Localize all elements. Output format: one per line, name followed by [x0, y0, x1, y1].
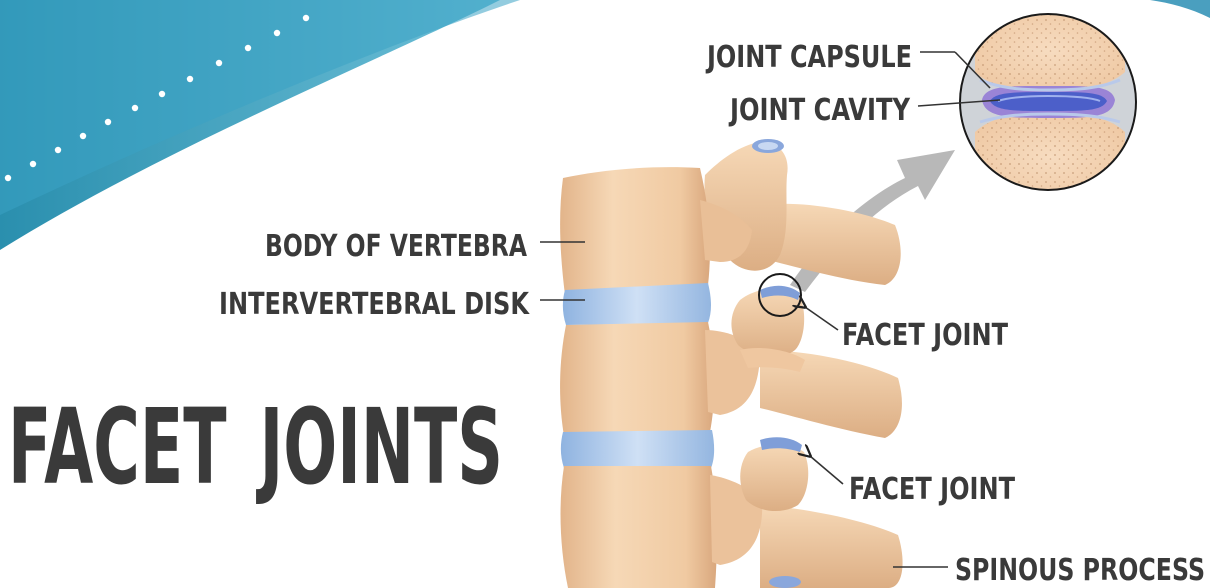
- banner-swoosh: [0, 0, 520, 250]
- label-intervertebral-disk: INTERVERTEBRAL DISK: [219, 287, 530, 322]
- intervertebral-disk-upper: [563, 283, 711, 325]
- label-joint-cavity: JOINT CAVITY: [728, 93, 911, 128]
- label-body-of-vertebra: BODY OF VERTEBRA: [265, 229, 528, 264]
- vertebral-body-upper: [560, 167, 710, 295]
- intervertebral-disk-lower: [561, 430, 714, 468]
- vertebral-body-middle: [560, 322, 714, 436]
- spine-illustration: [560, 139, 903, 588]
- joint-cavity-shape: [990, 92, 1107, 111]
- joint-inset: [955, 10, 1145, 200]
- label-spinous-process: SPINOUS PROCESS: [955, 553, 1205, 588]
- title-word-facet: FACET: [8, 386, 227, 508]
- label-facet-joint-upper: FACET JOINT: [842, 318, 1008, 353]
- corner-swoosh: [1150, 0, 1210, 18]
- vertebral-body-lower: [561, 466, 717, 588]
- title-word-joints: JOINTS: [256, 386, 503, 508]
- page-title: FACET JOINTS: [8, 386, 503, 508]
- label-joint-capsule: JOINT CAPSULE: [705, 40, 912, 75]
- label-facet-joint-lower: FACET JOINT: [849, 472, 1015, 507]
